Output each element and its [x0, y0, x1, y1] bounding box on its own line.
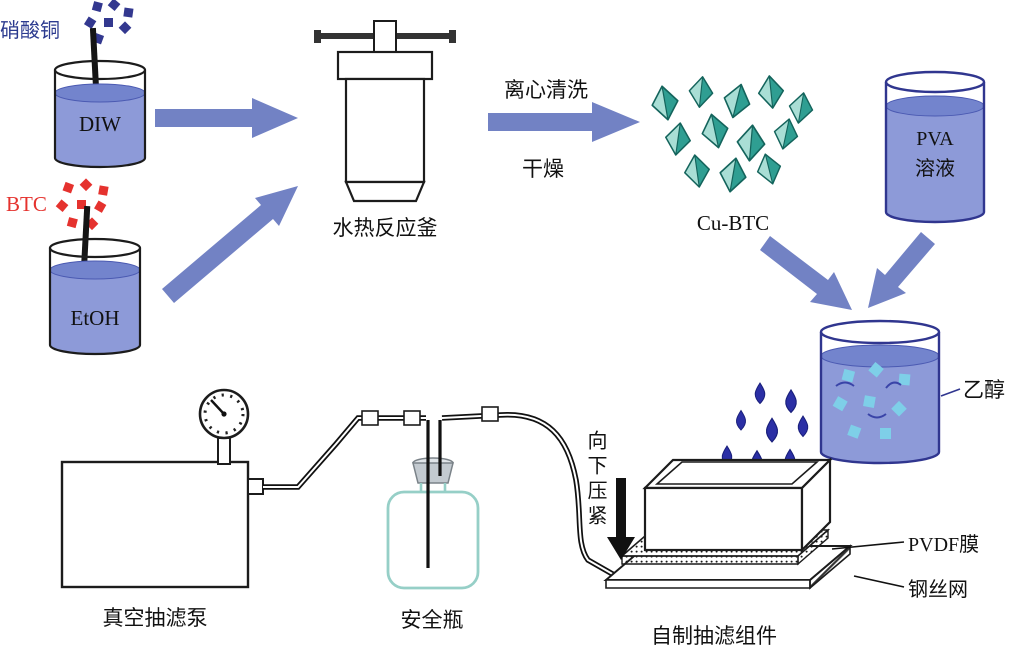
pump-port [247, 478, 264, 495]
label-pvdf-membrane: PVDF膜 [908, 534, 980, 556]
suspended-particles [832, 361, 911, 439]
safety-bottle [386, 457, 480, 590]
btc-particles [55, 178, 109, 231]
vacuum-pump [60, 388, 264, 589]
tube-connector [481, 406, 499, 422]
label-cu-btc: Cu-BTC [696, 211, 770, 235]
label-diw: DIW [79, 112, 121, 136]
swirl-marks [835, 381, 902, 419]
arrow-pva-to-beaker [868, 232, 935, 308]
tube-connector [403, 410, 421, 426]
pvdf-pointer-line [831, 541, 905, 550]
cu-btc-crystals [648, 73, 816, 195]
arrow-etoh-to-reactor [162, 186, 298, 303]
beaker-pva [884, 70, 986, 224]
label-filter-assembly: 自制抽滤组件 [651, 624, 777, 648]
label-steel-mesh: 钢丝网 [908, 579, 968, 601]
label-safety-bottle: 安全瓶 [400, 608, 464, 632]
tube-connector [361, 410, 379, 426]
beaker-ethanol [819, 319, 941, 465]
down-arrow [607, 478, 635, 560]
arrow-cubtc-to-beaker [760, 236, 852, 310]
beaker-etoh [48, 237, 142, 356]
arrow-diw-to-reactor [155, 98, 298, 138]
autoclave [314, 20, 456, 203]
beaker-diw [53, 59, 147, 169]
label-reactor: 水热反应釜 [332, 216, 438, 240]
filtration-box [642, 457, 833, 553]
filter-assembly [603, 457, 853, 590]
label-etoh: EtOH [70, 306, 120, 330]
label-ethanol: 乙醇 [963, 378, 1005, 402]
label-pva-line2: 溶液 [915, 158, 955, 180]
label-copper-nitrate: 硝酸铜 [0, 20, 60, 42]
label-pump: 真空抽滤泵 [102, 606, 208, 630]
mesh-pointer-line [853, 575, 905, 588]
pressure-gauge [198, 388, 250, 440]
label-pva-line1: PVA [916, 128, 954, 150]
label-step-wash: 离心清洗 [504, 78, 588, 102]
arrow-reactor-to-crystals [488, 102, 640, 142]
rubber-stopper [412, 462, 454, 484]
tubing [263, 406, 618, 579]
label-step-dry: 干燥 [522, 157, 564, 181]
label-press-down: 向下压紧 [584, 430, 606, 530]
ethanol-pointer-line [940, 388, 961, 397]
label-btc: BTC [6, 192, 47, 216]
